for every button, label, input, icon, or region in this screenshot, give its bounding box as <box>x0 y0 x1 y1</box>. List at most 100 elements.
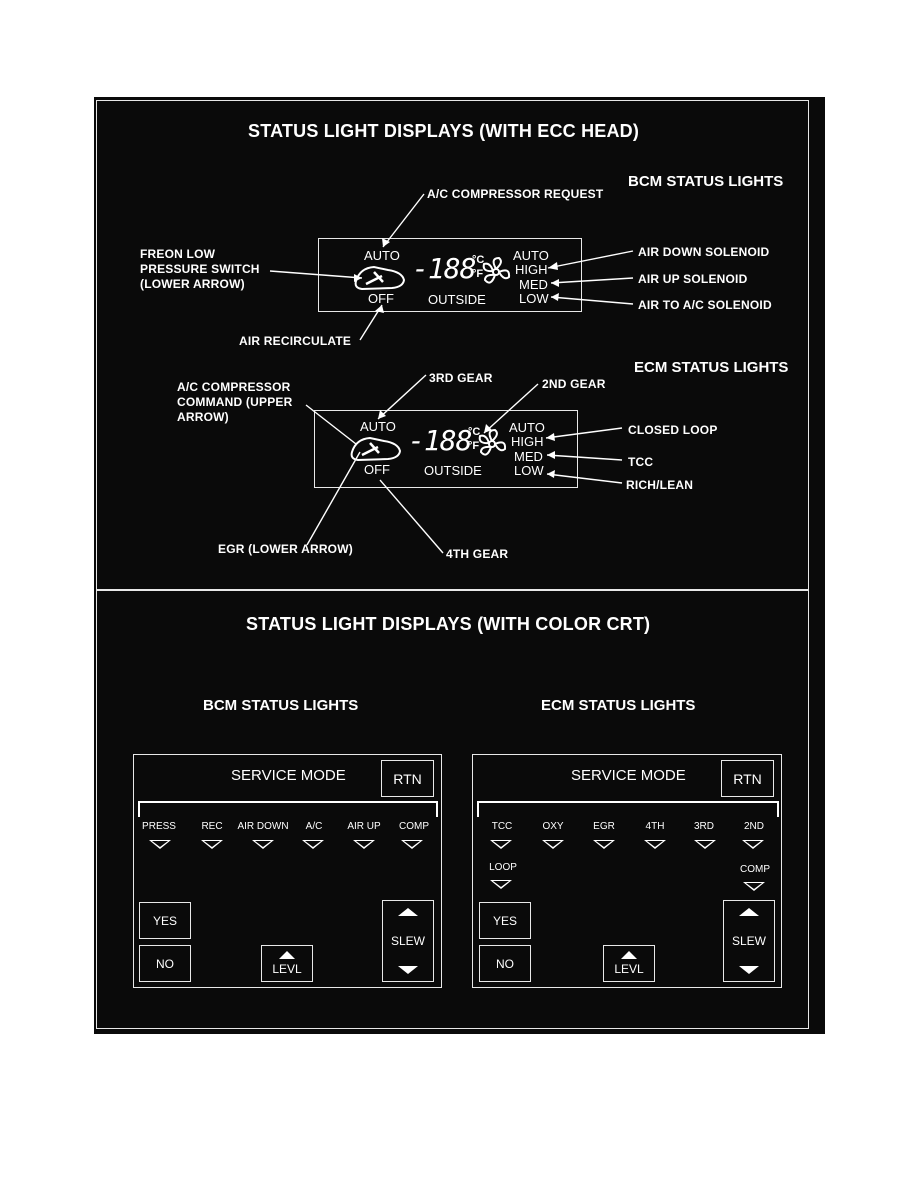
callout-freon-low-pressure: FREON LOW PRESSURE SWITCH (LOWER ARROW) <box>140 247 260 291</box>
ecm-light-indicator-4th <box>644 840 666 849</box>
ecm-display-high: HIGH <box>511 434 544 449</box>
callout-air-down-solenoid: AIR DOWN SOLENOID <box>638 245 770 259</box>
diagram-panel <box>94 97 825 1034</box>
callout-air-to-ac-solenoid: AIR TO A/C SOLENOID <box>638 298 772 312</box>
bcm-light-indicator-ac <box>302 840 324 849</box>
callout-2nd-gear: 2ND GEAR <box>542 377 606 391</box>
bcm-light-label-5: COMP <box>399 821 429 832</box>
levl-up-arrow-icon <box>621 951 637 959</box>
ecc-section-title: STATUS LIGHT DISPLAYS (WITH ECC HEAD) <box>248 121 640 141</box>
ecm-display-auto-left: AUTO <box>360 419 396 434</box>
leader-closed-loop <box>545 427 623 439</box>
ecm-light-indicator-egr <box>593 840 615 849</box>
ecc-ecm-heading: ECM STATUS LIGHTS <box>634 359 789 376</box>
callout-ac-compressor-request: A/C COMPRESSOR REQUEST <box>427 187 604 201</box>
callout-closed-loop: CLOSED LOOP <box>628 423 718 437</box>
leader-3rd-gear <box>377 374 427 420</box>
slew-down-arrow-icon <box>398 966 418 974</box>
leader-air-ac <box>550 296 634 305</box>
crt-section-frame <box>96 590 809 1029</box>
leader-egr <box>306 451 361 546</box>
bcm-no-button[interactable]: NO <box>139 945 191 982</box>
ecm-light-label-1: OXY <box>542 821 564 832</box>
ecm-light-label-3: 4TH <box>645 821 665 832</box>
slew-up-arrow-icon <box>739 908 759 916</box>
ecm-yes-button[interactable]: YES <box>479 902 531 939</box>
ecm-crt-screen <box>472 754 782 988</box>
slew-down-arrow-icon <box>739 966 759 974</box>
callout-tcc: TCC <box>628 455 654 469</box>
ecm-no-button[interactable]: NO <box>479 945 531 982</box>
bcm-display-auto-left: AUTO <box>364 248 400 263</box>
bcm-slew-button[interactable]: SLEW <box>382 900 434 982</box>
ecm-light-label-comp: COMP <box>740 864 770 875</box>
ecm-light-indicator-3rd <box>694 840 716 849</box>
ecm-display-off: OFF <box>364 462 390 477</box>
callout-3rd-gear: 3RD GEAR <box>429 371 493 385</box>
bcm-fan-icon <box>482 256 511 284</box>
ecm-light-indicator-oxy <box>542 840 564 849</box>
bcm-display-high: HIGH <box>515 262 548 277</box>
callout-ac-compressor-command: A/C COMPRESSOR COMMAND (UPPER ARROW) <box>177 380 293 424</box>
ecm-display-deg-f: °F <box>468 440 480 452</box>
ecm-display-digits: -188 <box>408 424 472 457</box>
ecm-levl-button[interactable]: LEVL <box>603 945 655 982</box>
ecm-light-label-4: 3RD <box>693 821 715 832</box>
crt-section-title: STATUS LIGHT DISPLAYS (WITH COLOR CRT) <box>246 614 651 634</box>
bcm-light-indicator-rec <box>201 840 223 849</box>
callout-4th-gear: 4TH GEAR <box>446 547 509 561</box>
callout-air-recirculate: AIR RECIRCULATE <box>239 334 352 348</box>
ecm-fan-icon <box>478 428 507 456</box>
bcm-light-label-2: AIR DOWN <box>237 821 289 832</box>
ecm-ecc-display <box>314 410 578 488</box>
bcm-rtn-button[interactable]: RTN <box>381 760 434 797</box>
bcm-yes-button[interactable]: YES <box>139 902 191 939</box>
leader-air-down <box>547 250 634 269</box>
ecm-light-label-0: TCC <box>491 821 513 832</box>
ecm-display-low: LOW <box>514 463 544 478</box>
levl-up-arrow-icon <box>279 951 295 959</box>
bcm-light-indicator-comp <box>401 840 423 849</box>
ecm-bracket <box>477 801 779 817</box>
ecm-light-indicator-tcc <box>490 840 512 849</box>
leader-ac-command <box>305 404 357 445</box>
leader-freon <box>269 270 363 279</box>
bcm-display-deg-c: °C <box>472 254 485 266</box>
callout-air-up-solenoid: AIR UP SOLENOID <box>638 272 748 286</box>
bcm-bracket <box>138 801 438 817</box>
ecm-slew-label: SLEW <box>731 934 766 948</box>
bcm-light-indicator-press <box>149 840 171 849</box>
ecm-light-indicator-2nd <box>742 840 764 849</box>
bcm-light-indicator-air-down <box>252 840 274 849</box>
bcm-crt-service-mode: SERVICE MODE <box>231 767 346 784</box>
bcm-light-label-3: A/C <box>305 821 323 832</box>
leader-tcc <box>546 454 623 461</box>
ecm-light-indicator-loop <box>490 880 512 889</box>
leader-air-up <box>550 277 634 284</box>
leader-ac-request <box>382 193 425 248</box>
callout-rich-lean: RICH/LEAN <box>626 478 694 492</box>
ecm-light-label-2: EGR <box>593 821 615 832</box>
bcm-display-digits: -188 <box>412 252 476 285</box>
ecm-levl-label: LEVL <box>614 962 644 976</box>
bcm-crt-screen <box>133 754 442 988</box>
ecm-crt-service-mode: SERVICE MODE <box>571 767 686 784</box>
bcm-display-deg-f: °F <box>472 268 484 280</box>
bcm-display-med: MED <box>519 277 548 292</box>
bcm-light-indicator-air-up <box>353 840 375 849</box>
bcm-display-off: OFF <box>368 291 394 306</box>
bcm-display-low: LOW <box>519 291 549 306</box>
bcm-slew-label: SLEW <box>390 934 425 948</box>
slew-up-arrow-icon <box>398 908 418 916</box>
ecm-light-label-loop: LOOP <box>489 862 517 873</box>
ecm-display-outside: OUTSIDE <box>424 463 482 478</box>
leader-2nd-gear <box>483 383 539 434</box>
bcm-light-label-1: REC <box>201 821 223 832</box>
bcm-levl-label: LEVL <box>272 962 302 976</box>
ecc-section-frame <box>96 100 809 590</box>
ecm-slew-button[interactable]: SLEW <box>723 900 775 982</box>
bcm-levl-button[interactable]: LEVL <box>261 945 313 982</box>
bcm-light-label-4: AIR UP <box>347 821 381 832</box>
ecm-rtn-button[interactable]: RTN <box>721 760 774 797</box>
